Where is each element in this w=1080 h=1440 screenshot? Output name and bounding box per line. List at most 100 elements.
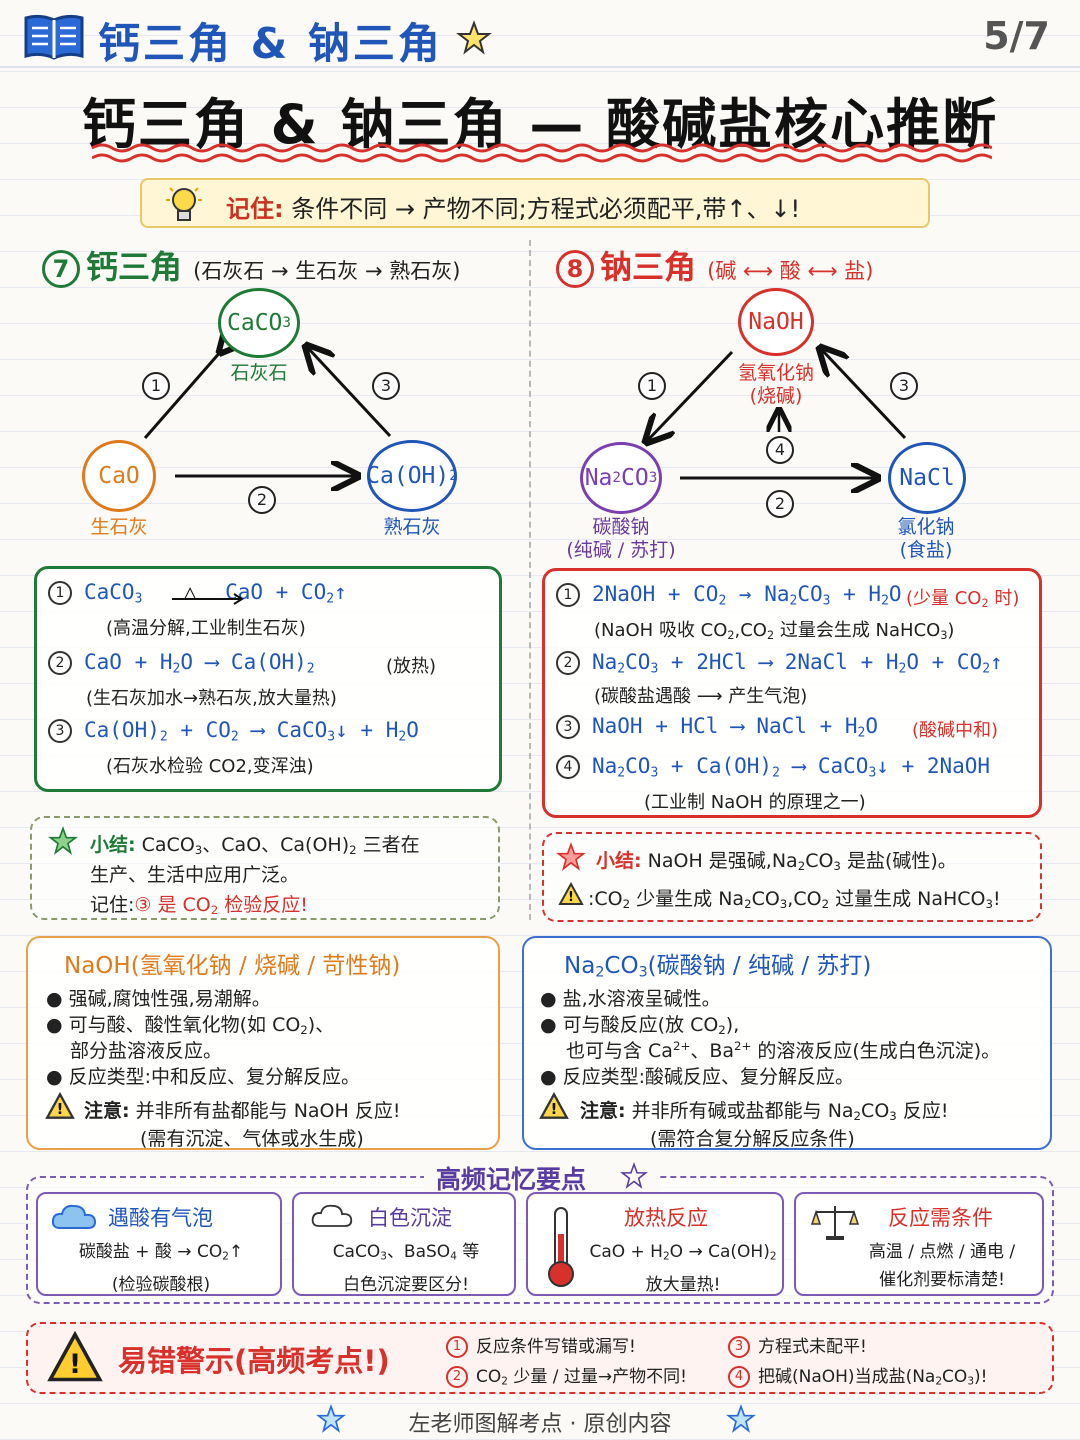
calcium-subtitle: (石灰石 → 生石灰 → 熟石灰) [193,259,461,283]
naoh-warning: 注意: 并非所有盐都能与 NaOH 反应! [84,1100,401,1122]
calcium-note-3: (石灰水检验 CO2,变浑浊) [106,756,314,777]
na2co3-warning-note: (需符合复分解反应条件) [650,1128,855,1150]
warning-section [26,1322,1054,1394]
star-icon [48,826,78,855]
calcium-step-1: 1 [142,372,170,400]
memory-card-conditions-body: 高温 / 点燃 / 通电 /催化剂要标清楚! [868,1242,1016,1290]
na2co3-bullet-2b: 也可与含 Ca2+、Ba2+ 的溶液反应(生成白色沉淀)。 [566,1038,1001,1062]
naoh-warning-note: (需有沉淀、气体或水生成) [140,1128,364,1150]
na2co3-bullet-1: ● 盐,水溶液呈碱性。 [540,988,721,1010]
sodium-note-4: (工业制 NaOH 的原理之一) [644,792,866,813]
memory-card-precipitate: 白色沉淀 CaCO3、BaSO4 等白色沉淀要区分! [292,1192,516,1296]
book-icon [24,14,84,60]
naoh-bullet-1: ● 强碱,腐蚀性强,易潮解。 [46,988,271,1010]
calcium-summary-box [30,816,500,920]
star-icon [556,842,586,871]
calcium-equations-box [34,566,502,792]
scale-icon [810,1206,860,1240]
footer-text: 左老师图解考点 · 原创内容 [408,1412,672,1437]
na2co3-card [522,936,1052,1150]
star-icon [620,1162,648,1189]
sodium-step-2: 2 [766,490,794,518]
remember-text: 条件不同 → 产物不同;方程式必须配平,带↑、↓! [291,195,801,223]
column-divider [529,240,531,920]
memory-card-conditions-title: 反应需条件 [888,1206,993,1230]
node-caoh2: Ca(OH)2 [366,440,458,512]
svg-text:!: ! [551,1100,558,1118]
calcium-triangle-arrows [143,280,392,560]
naoh-card [26,936,500,1150]
calcium-step-2: 2 [248,486,276,514]
naoh-bullet-2b: 部分盐溶液反应。 [70,1040,223,1062]
sodium-subtitle: (碱 ⟷ 酸 ⟷ 盐) [707,259,874,283]
memory-title-bg [424,1160,660,1194]
calcium-summary-line3: 记住:③ 是 CO2 检验反应! [90,894,308,917]
label-slaked-lime: 熟石灰 [383,516,441,538]
na2co3-bullet-2: ● 可与酸反应(放 CO2), [540,1014,740,1037]
sodium-summary-line2: :CO2 少量生成 Na2CO3,CO2 过量生成 NaHCO3! [588,888,1001,911]
memory-card-gas-title: 遇酸有气泡 [108,1206,213,1230]
star-icon [456,20,492,55]
sodium-extra-3: (酸碱中和) [912,720,999,741]
label-sodium-hydroxide: 氢氧化钠(烧碱) [737,362,814,407]
sodium-summary-box [542,832,1042,922]
sodium-triangle-arrows [530,280,907,560]
node-naoh: NaOH [738,288,814,356]
lightbulb-icon [166,187,202,221]
sodium-extra-1: (少量 CO2 时) [906,588,1020,610]
calcium-extra-2: (放热) [386,656,437,677]
star-icon [726,1404,756,1433]
heat-arrow [172,593,244,605]
warning-icon: ! [47,1330,103,1382]
node-cao: CaO [82,440,156,512]
sodium-equations-box [542,568,1042,818]
naoh-card-title: NaOH(氢氧化钠 / 烧碱 / 苛性钠) [64,953,401,979]
memory-card-gas: 遇酸有气泡 碳酸盐 + 酸 → CO2↑(检验碳酸根) [36,1192,282,1296]
star-icon [316,1404,346,1433]
label-sodium-chloride: 氯化钠(食盐) [897,516,955,561]
svg-text:!: ! [568,890,574,905]
thermometer-icon [548,1207,574,1287]
remember-banner: 记住: 条件不同 → 产物不同;方程式必须配平,带↑、↓! [140,178,930,228]
calcium-note-2: (生石灰加水→熟石灰,放大量热) [86,688,337,709]
calcium-title: 钙三角 [86,248,183,286]
wavy-underline [92,143,992,163]
warning-icon: ! [539,1092,569,1119]
page-number: 5/7 [983,14,1050,58]
warning-title: 易错警示(高频考点!) [118,1344,390,1378]
memory-card-exothermic-title: 放热反应 [624,1206,708,1230]
na2co3-card-title: Na2CO3(碳酸钠 / 纯碱 / 苏打) [564,953,872,981]
sodium-section-number: 8 [556,250,594,288]
header-rule [0,66,1080,68]
svg-text:!: ! [57,1100,64,1118]
na2co3-warning: 注意: 并非所有碱或盐都能与 Na2CO3 反应! [580,1100,949,1123]
memory-card-precipitate-body: CaCO3、BaSO4 等白色沉淀要区分! [332,1242,480,1295]
calcium-note-1: (高温分解,工业制生石灰) [106,618,306,639]
sodium-note-2: (碳酸盐遇酸 ⟶ 产生气泡) [594,686,808,707]
calcium-summary-line2: 生产、生活中应用广泛。 [90,864,300,886]
memory-card-gas-body: 碳酸盐 + 酸 → CO2↑(检验碳酸根) [78,1242,244,1295]
cloud-icon [51,1204,97,1229]
naoh-bullet-3: ● 反应类型:中和反应、复分解反应。 [46,1066,361,1088]
label-quicklime: 生石灰 [90,516,148,538]
label-limestone: 石灰石 [230,362,288,384]
memory-card-conditions: 反应需条件 高温 / 点燃 / 通电 /催化剂要标清楚! [794,1192,1044,1296]
sodium-summary-line1: 小结: NaOH 是强碱,Na2CO3 是盐(碱性)。 [596,850,957,873]
warning-icon: ! [558,882,584,905]
naoh-bullet-2: ● 可与酸、酸性氧化物(如 CO2)、 [46,1014,335,1037]
label-sodium-carbonate: 碳酸钠(纯碱 / 苏打) [566,516,676,561]
sodium-step-4: 4 [766,436,794,464]
